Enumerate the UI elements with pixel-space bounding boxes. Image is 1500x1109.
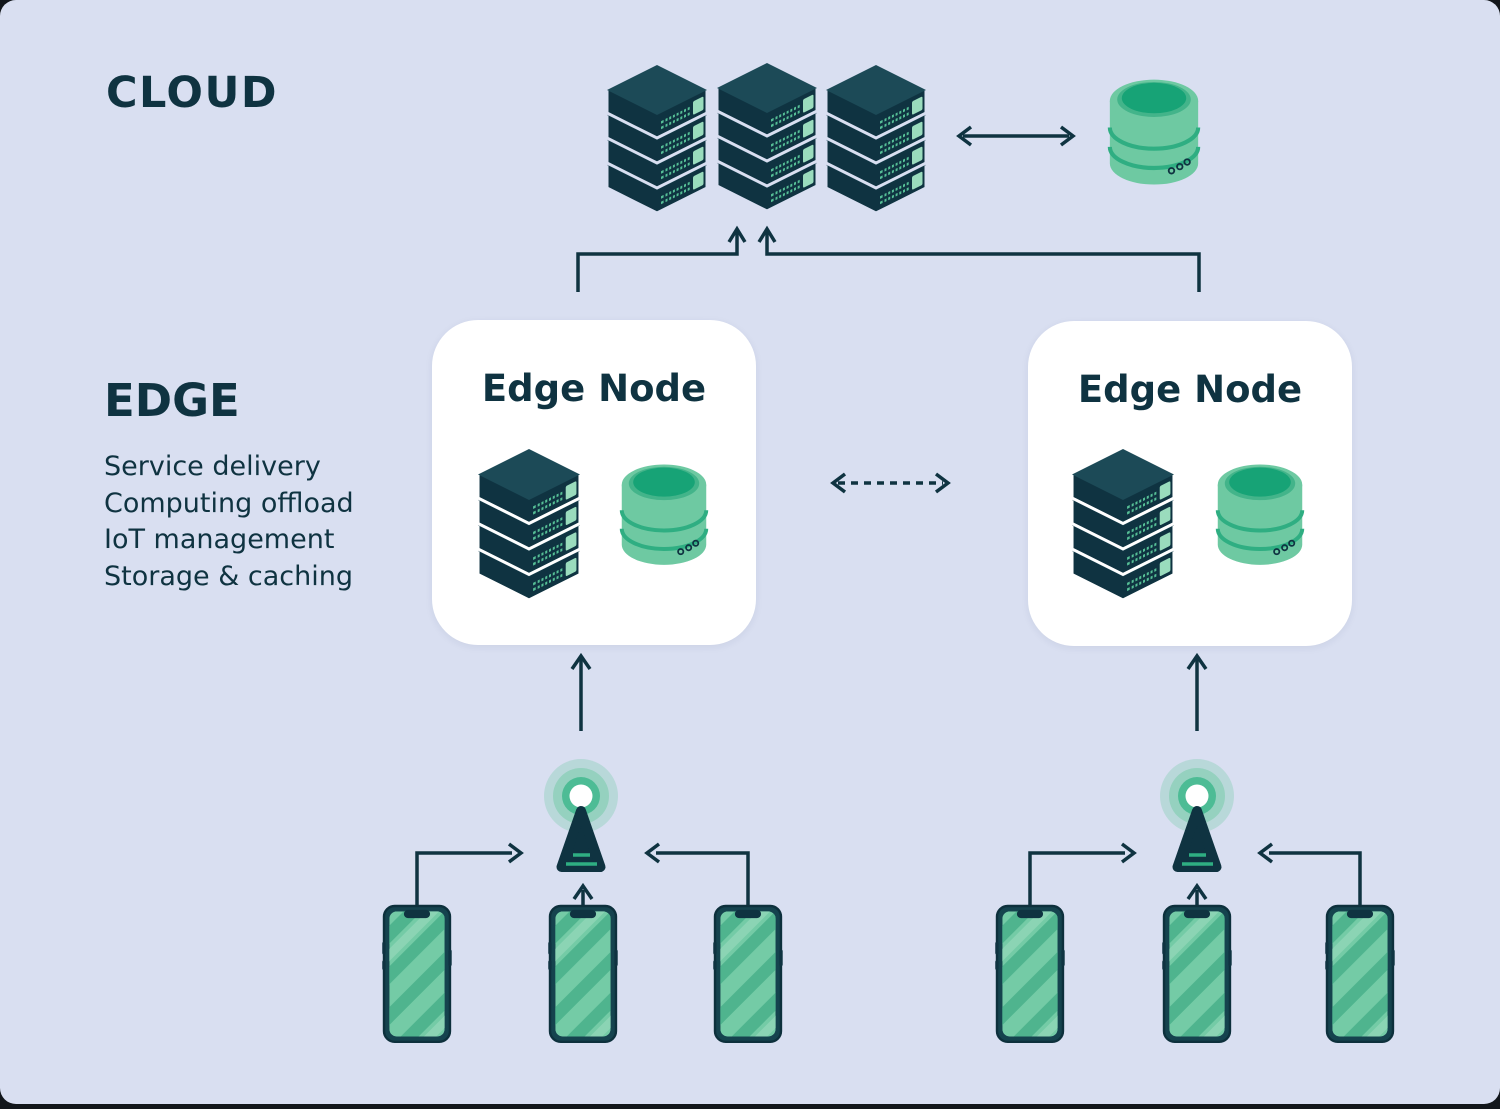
edge-node-title: Edge Node [1077,368,1303,411]
edge-node-card-right: Edge Node [1028,321,1352,646]
edge-node-title: Edge Node [481,367,707,410]
cloud-section-label: CLOUD [106,68,279,118]
edge-feature-item: IoT management [104,524,335,555]
edge-feature-item: Service delivery [104,451,321,482]
edge-section-label: EDGE [104,374,240,427]
edge-feature-list: Service delivery Computing offload IoT m… [104,449,354,595]
edge-feature-item: Computing offload [104,487,354,519]
edge-feature-item: Storage & caching [104,560,353,592]
edge-node-card-left: Edge Node [432,320,756,645]
